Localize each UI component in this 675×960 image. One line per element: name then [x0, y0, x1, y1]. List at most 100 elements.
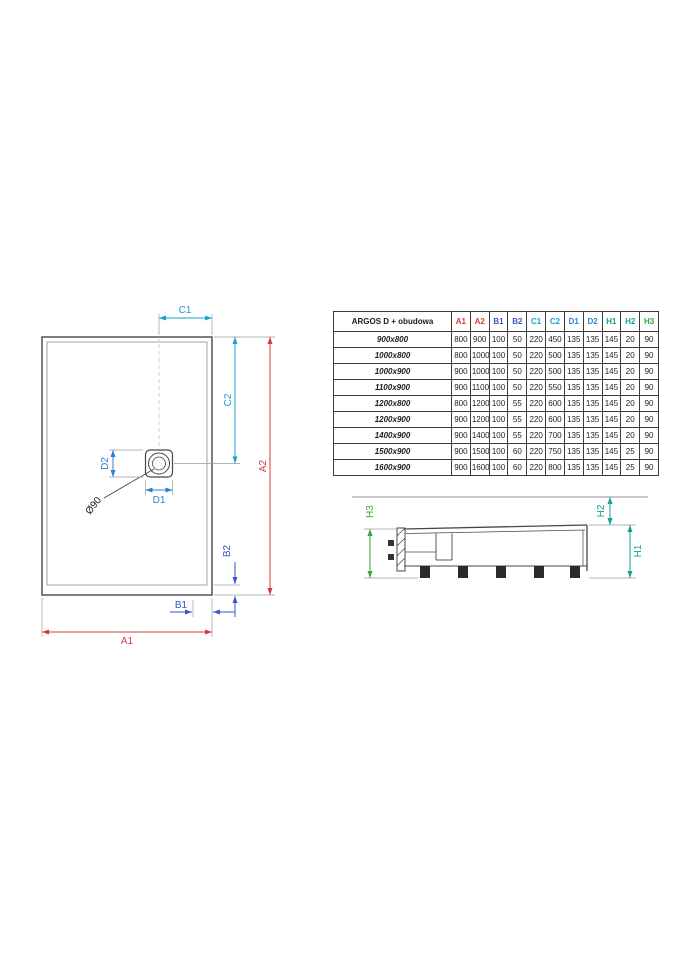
- cell-c2: 600: [545, 395, 565, 412]
- dim-h2: H2: [596, 497, 613, 525]
- cell-h3: 90: [639, 411, 659, 428]
- cell-b1: 100: [488, 443, 509, 460]
- cell-b1: 100: [488, 411, 509, 428]
- cell-h3: 90: [639, 395, 659, 412]
- cell-h1: 145: [601, 427, 622, 444]
- cell-h1: 145: [601, 379, 622, 396]
- cell-c2: 750: [545, 443, 565, 460]
- tray-outline: [41, 336, 213, 596]
- dim-d2: D2: [100, 450, 116, 477]
- cell-d2: 135: [582, 331, 603, 348]
- dim-h3: H3: [365, 505, 376, 578]
- cell-b2: 60: [507, 443, 528, 460]
- cell-d1: 135: [563, 411, 584, 428]
- row-size-label: 1200x800: [333, 395, 452, 412]
- column-header-h1: H1: [601, 311, 622, 332]
- cell-a1: 900: [451, 427, 471, 444]
- dim-b2: B2: [222, 544, 238, 617]
- column-header-c1: C1: [526, 311, 547, 332]
- cell-c1: 220: [526, 379, 547, 396]
- cell-h1: 145: [601, 411, 622, 428]
- cell-a1: 800: [451, 331, 471, 348]
- cell-c1: 220: [526, 459, 547, 476]
- drain-circle-outer: [148, 452, 170, 475]
- dim-label-b1: B1: [175, 600, 188, 611]
- cell-h2: 20: [620, 427, 641, 444]
- cell-a2: 1100: [469, 379, 490, 396]
- column-header-b2: B2: [507, 311, 528, 332]
- cell-b2: 55: [507, 427, 528, 444]
- cell-a1: 800: [451, 347, 471, 364]
- cell-b1: 100: [488, 379, 509, 396]
- cell-b2: 60: [507, 459, 528, 476]
- row-size-label: 1500x900: [333, 443, 452, 460]
- cell-d2: 135: [582, 363, 603, 380]
- extension-lines: [41, 314, 275, 637]
- cell-c1: 220: [526, 427, 547, 444]
- cell-h1: 145: [601, 363, 622, 380]
- cell-h1: 145: [601, 459, 622, 476]
- cell-h2: 20: [620, 331, 641, 348]
- cell-b1: 100: [488, 395, 509, 412]
- cell-h2: 20: [620, 395, 641, 412]
- cell-c2: 450: [545, 331, 565, 348]
- cell-h2: 25: [620, 443, 641, 460]
- cell-h1: 145: [601, 443, 622, 460]
- dim-d1: D1: [145, 487, 173, 506]
- dim-a1: A1: [42, 629, 212, 647]
- drain-circle-inner: [152, 456, 166, 471]
- column-header-c2: C2: [545, 311, 565, 332]
- tray-cross-section: [388, 524, 588, 578]
- cell-b2: 50: [507, 347, 528, 364]
- row-size-label: 1000x900: [333, 363, 452, 380]
- cell-d1: 135: [563, 395, 584, 412]
- dim-a2: A2: [258, 337, 273, 595]
- wall-anchor-bottom: [388, 554, 394, 560]
- cell-d2: 135: [582, 379, 603, 396]
- dim-label-a1: A1: [121, 636, 134, 647]
- dim-c2: C2: [223, 337, 238, 464]
- cell-c2: 600: [545, 411, 565, 428]
- row-size-label: 1200x900: [333, 411, 452, 428]
- drain-diameter-label: Ø90: [84, 495, 105, 517]
- cell-b1: 100: [488, 347, 509, 364]
- cell-b2: 55: [507, 411, 528, 428]
- cell-h3: 90: [639, 427, 659, 444]
- cell-a2: 1000: [469, 363, 490, 380]
- row-size-label: 1100x900: [333, 379, 452, 396]
- cell-h2: 20: [620, 411, 641, 428]
- cell-c1: 220: [526, 347, 547, 364]
- cell-d1: 135: [563, 459, 584, 476]
- cell-c1: 220: [526, 411, 547, 428]
- cell-b1: 100: [488, 459, 509, 476]
- cell-c2: 550: [545, 379, 565, 396]
- left-edge-profile: [396, 527, 406, 572]
- wall-anchor-top: [388, 540, 394, 546]
- cell-h1: 145: [601, 395, 622, 412]
- row-size-label: 1000x800: [333, 347, 452, 364]
- dim-label-h1: H1: [633, 544, 644, 557]
- cell-h3: 90: [639, 379, 659, 396]
- row-size-label: 900x800: [333, 331, 452, 348]
- dim-label-h3: H3: [365, 505, 376, 518]
- drain: [103, 337, 174, 499]
- cell-d1: 135: [563, 379, 584, 396]
- cell-h3: 90: [639, 459, 659, 476]
- row-size-label: 1400x900: [333, 427, 452, 444]
- cell-a2: 1400: [469, 427, 490, 444]
- cell-h1: 145: [601, 347, 622, 364]
- cell-h1: 145: [601, 331, 622, 348]
- column-header-h3: H3: [639, 311, 659, 332]
- cell-c1: 220: [526, 363, 547, 380]
